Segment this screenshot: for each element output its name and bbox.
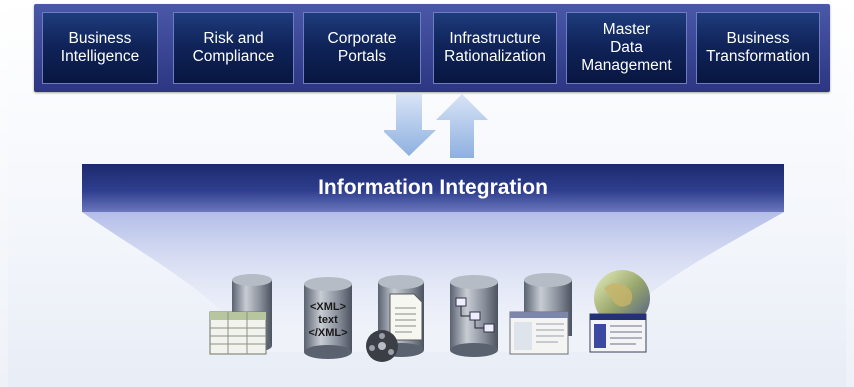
box-business-intelligence: Business Intelligence — [42, 12, 158, 84]
box-business-transformation: Business Transformation — [696, 12, 820, 84]
web-globe-icon — [589, 270, 650, 353]
box-corporate-portals: Corporate Portals — [303, 12, 421, 84]
xml-database-icon: <XML> text </XML> — [304, 277, 352, 359]
box-risk-and-compliance: Risk and Compliance — [173, 12, 294, 84]
application-database-icon — [509, 273, 572, 355]
down-arrow-icon — [384, 94, 436, 156]
workflow-database-icon — [450, 275, 498, 357]
up-arrow-icon — [436, 94, 488, 158]
xml-label-close: </XML> — [308, 327, 347, 339]
document-database-icon — [366, 275, 424, 362]
xml-label-open: <XML> — [310, 301, 346, 313]
bar-label: Information Integration — [318, 176, 548, 199]
information-integration-bar: Information Integration — [82, 164, 784, 212]
exchange-arrows — [384, 94, 488, 158]
box-infrastructure-rationalization: Infrastructure Rationalization — [433, 12, 557, 84]
data-sources: <XML> text </XML> — [209, 270, 650, 362]
box-master-data-management: Master Data Management — [566, 12, 687, 84]
spreadsheet-database-icon — [209, 274, 272, 355]
xml-label-text: text — [318, 314, 338, 326]
application-band: Business Intelligence Risk and Complianc… — [34, 4, 830, 92]
